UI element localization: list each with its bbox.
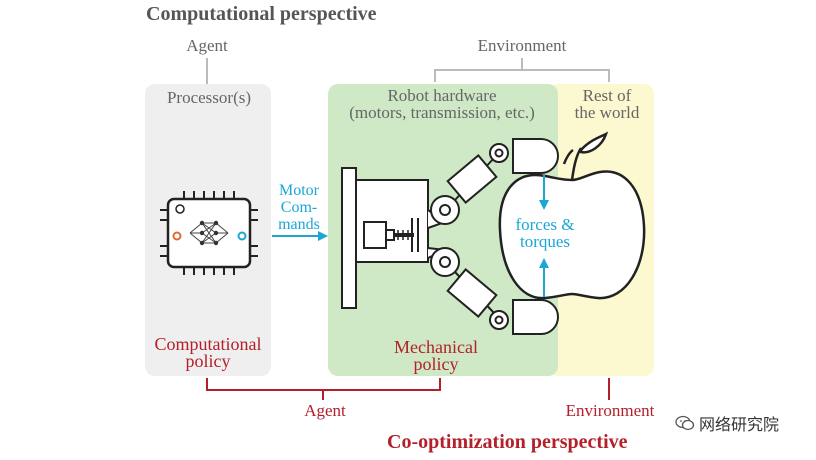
robot-mechanism-icon bbox=[341, 138, 559, 335]
wechat-icon bbox=[675, 415, 695, 431]
co-optimization-perspective-title: Co-optimization perspective bbox=[387, 431, 628, 453]
forces-torques-line2: torques bbox=[520, 232, 570, 251]
top-environment-bracket bbox=[434, 58, 610, 82]
bottom-environment-label: Environment bbox=[566, 401, 655, 420]
force-arrow-down bbox=[539, 175, 549, 210]
robot-hardware-label-line2: (motors, transmission, etc.) bbox=[349, 103, 535, 122]
bottom-agent-bracket bbox=[206, 378, 441, 400]
forces-torques-line1: forces & bbox=[515, 215, 574, 234]
processor-chip-icon bbox=[160, 191, 258, 275]
processor-label: Processor(s) bbox=[167, 88, 251, 107]
mechanical-policy-line1: Mechanical bbox=[394, 337, 478, 357]
rest-of-world-label-line1: Rest of bbox=[583, 86, 632, 105]
apple-icon bbox=[498, 131, 646, 300]
motor-commands-line1: Motor bbox=[279, 182, 320, 199]
computational-perspective-title: Computational perspective bbox=[146, 3, 377, 25]
watermark-text: 网络研究院 bbox=[699, 415, 780, 434]
motor-commands-line3: mands bbox=[278, 216, 320, 233]
computational-policy-line2: policy bbox=[186, 351, 231, 371]
computational-policy-line1: Computational bbox=[155, 334, 262, 354]
rest-of-world-label-line2: the world bbox=[575, 103, 640, 122]
bottom-agent-label: Agent bbox=[304, 401, 346, 420]
robot-hardware-label-line1: Robot hardware bbox=[387, 86, 496, 105]
top-agent-label: Agent bbox=[186, 36, 228, 55]
mechanical-policy-line2: policy bbox=[414, 354, 459, 374]
motor-commands-line2: Com- bbox=[281, 199, 317, 216]
watermark: 网络研究院 bbox=[675, 411, 779, 435]
force-arrow-up bbox=[539, 258, 549, 297]
motor-commands-arrow bbox=[272, 231, 328, 241]
top-environment-label: Environment bbox=[478, 36, 567, 55]
